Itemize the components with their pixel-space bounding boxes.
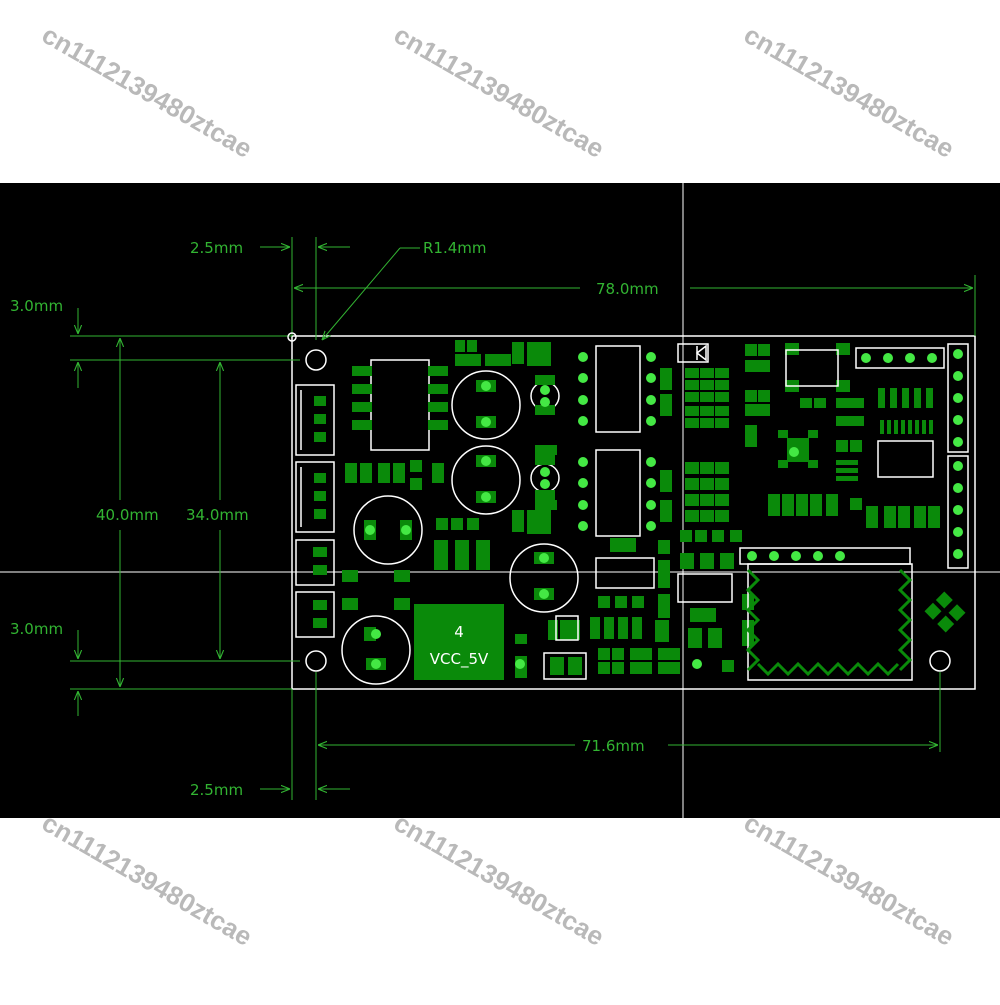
crosshair	[0, 183, 1000, 818]
power-pad-label: VCC_5V	[430, 650, 489, 669]
dimension-labels: 2.5mm R1.4mm 78.0mm 3.0mm 40.0mm 34.0mm …	[10, 239, 659, 799]
mounting-holes	[305, 349, 951, 672]
bridge-symbol	[550, 657, 582, 675]
dim-corner-radius: R1.4mm	[423, 239, 487, 257]
dim-top-margin: 2.5mm	[190, 239, 243, 257]
power-pad: 4 VCC_5V	[414, 604, 504, 680]
dimension-lines	[70, 237, 976, 800]
dim-bottom-margin: 2.5mm	[190, 781, 243, 799]
dim-hole-spacing-horizontal: 71.6mm	[582, 737, 645, 755]
watermark-2: cn1112139480ztcae	[389, 19, 609, 164]
capacitors	[341, 370, 579, 685]
corner-marker	[287, 332, 297, 342]
component-outlines	[543, 343, 969, 681]
board-outline	[291, 335, 976, 690]
dim-hole-spacing-vertical: 34.0mm	[186, 506, 249, 524]
watermark-6: cn1112139480ztcae	[739, 807, 959, 952]
watermark-top: cn1112139480ztcae cn1112139480ztcae cn11…	[37, 19, 959, 164]
rotated-component	[924, 591, 966, 633]
watermark-5: cn1112139480ztcae	[389, 807, 609, 952]
left-connector-pins	[313, 396, 327, 628]
ic-dip8	[352, 359, 448, 451]
dim-left-top-gap: 3.0mm	[10, 297, 63, 315]
left-connectors	[295, 384, 335, 638]
dim-left-bottom-gap: 3.0mm	[10, 620, 63, 638]
watermark-1: cn1112139480ztcae	[37, 19, 257, 164]
header-pins	[515, 349, 963, 669]
smd-pads	[342, 340, 940, 678]
diode-symbol	[695, 344, 707, 362]
power-pad-number: 4	[454, 623, 464, 641]
dim-board-length: 78.0mm	[596, 280, 659, 298]
rf-module-hatch	[745, 568, 913, 677]
watermark-bottom: cn1112139480ztcae cn1112139480ztcae cn11…	[37, 807, 959, 952]
watermark-4: cn1112139480ztcae	[37, 807, 257, 952]
dim-board-height: 40.0mm	[96, 506, 159, 524]
watermark-3: cn1112139480ztcae	[739, 19, 959, 164]
